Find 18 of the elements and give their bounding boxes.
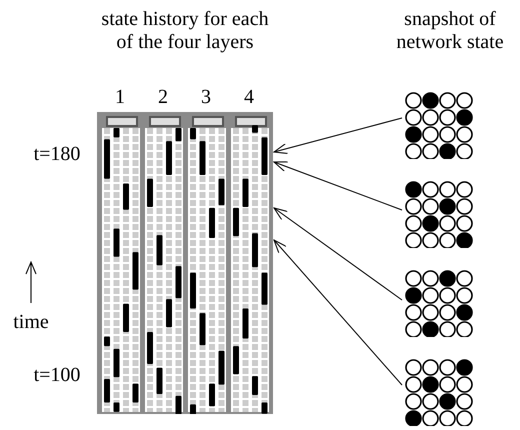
- axis-label: 2: [157, 86, 169, 109]
- axis-label: time: [12, 311, 50, 334]
- network-state-drawing: [405, 181, 473, 248]
- arrow: [274, 240, 402, 386]
- arrow: [274, 161, 402, 210]
- network-state-drawing: [405, 359, 473, 426]
- arrow: [274, 118, 402, 154]
- arrow: [274, 208, 402, 300]
- state-history-drawing: [97, 112, 273, 414]
- network-state-drawing: [405, 270, 473, 337]
- axis-label: t=100: [32, 364, 82, 387]
- column-heading: snapshot of network state: [395, 8, 505, 54]
- axis-label: 3: [200, 86, 212, 109]
- axis-label: t=180: [32, 143, 82, 166]
- axis-label: 4: [243, 86, 255, 109]
- column-heading: state history for each of the four layers: [100, 8, 270, 54]
- network-state-drawing: [405, 92, 473, 159]
- axis-label: 1: [114, 86, 126, 109]
